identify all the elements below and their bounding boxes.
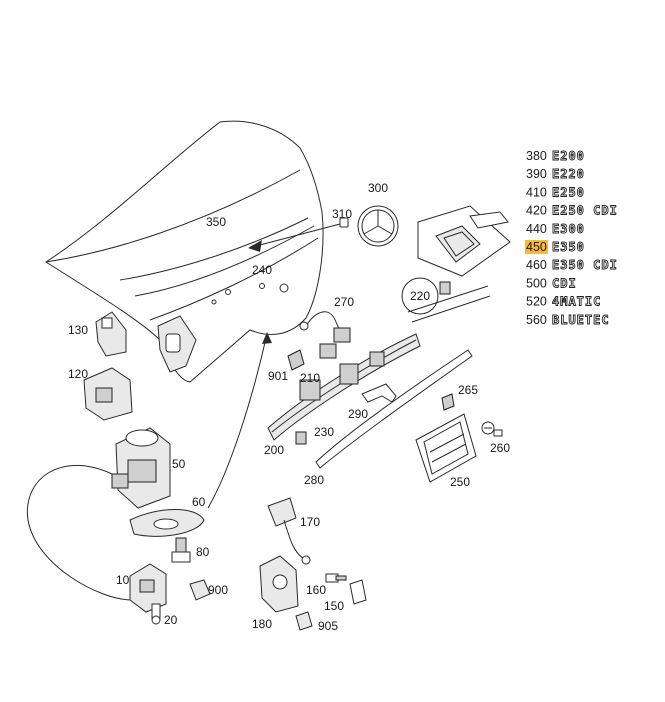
label-240: 240 — [252, 263, 272, 277]
legend-row: 460 E350 CDI — [526, 258, 618, 273]
label-120: 120 — [68, 367, 88, 381]
legend-code: 520 — [526, 295, 547, 309]
label-50: 50 — [172, 457, 186, 471]
label-170: 170 — [300, 515, 320, 529]
label-350: 350 — [206, 215, 226, 229]
label-300: 300 — [368, 181, 388, 195]
legend-code: 440 — [526, 222, 547, 236]
label-280: 280 — [304, 473, 324, 487]
label-20: 20 — [164, 613, 178, 627]
label-80: 80 — [196, 545, 210, 559]
screw-160 — [325, 573, 347, 583]
legend-badge: E250 — [552, 185, 585, 199]
label-60: 60 — [192, 495, 206, 509]
trunk-lid — [45, 120, 324, 383]
label-310: 310 — [332, 207, 352, 221]
label-180: 180 — [252, 617, 272, 631]
license-plate-holder — [415, 393, 477, 483]
legend-code: 560 — [526, 313, 547, 327]
legend-row: 560 BLUETEC — [526, 312, 610, 327]
legend-highlight — [525, 240, 548, 254]
label-10: 10 — [116, 573, 130, 587]
legend-badge: E300 — [552, 222, 585, 236]
legend-code: 450 — [526, 240, 547, 254]
label-260: 260 — [490, 441, 510, 455]
legend-row: 380 E200 — [526, 149, 585, 164]
label-270: 270 — [334, 295, 354, 309]
part-labels: 350 310 300 240 220 270 130 120 901 210 … — [68, 181, 510, 633]
motor-180 — [259, 555, 299, 613]
wiring-harness — [299, 311, 351, 343]
lock-actuator-50 — [111, 427, 171, 509]
clip-905 — [295, 611, 313, 631]
bolt-80 — [171, 537, 191, 563]
legend-row: 500 CDI — [526, 276, 577, 291]
legend-row: 420 E250 CDI — [526, 203, 618, 218]
legend-code: 420 — [526, 204, 547, 218]
label-160: 160 — [306, 583, 326, 597]
legend-row: 390 E220 — [526, 167, 585, 182]
label-230: 230 — [314, 425, 334, 439]
label-130: 130 — [68, 323, 88, 337]
label-220: 220 — [410, 289, 430, 303]
bracket-130 — [95, 311, 127, 357]
label-290: 290 — [348, 407, 368, 421]
screw-240 — [279, 283, 289, 293]
legend-row: 440 E300 — [526, 221, 585, 236]
motor-10 — [129, 563, 167, 613]
label-265: 265 — [458, 383, 478, 397]
latch-plate-60 — [129, 509, 205, 537]
cable-170 — [267, 497, 311, 565]
label-900: 900 — [208, 583, 228, 597]
legend-badge: E200 — [552, 149, 585, 163]
legend-badge: E220 — [552, 167, 585, 181]
legend-row: 410 E250 — [526, 185, 585, 200]
label-901: 901 — [268, 369, 288, 383]
legend-badge: E250 CDI — [552, 204, 618, 218]
legend-badge: 4MATIC — [552, 295, 601, 309]
release-handle — [361, 383, 397, 403]
label-250: 250 — [450, 475, 470, 489]
latch-120 — [83, 367, 133, 421]
trunk-handle-strip — [267, 333, 421, 445]
legend-badge: E350 CDI — [552, 258, 618, 272]
label-905: 905 — [318, 619, 338, 633]
label-200: 200 — [264, 443, 284, 457]
legend-badge: CDI — [552, 276, 577, 290]
legend-row: 450 E350 — [525, 240, 585, 254]
legend-code: 410 — [526, 185, 547, 199]
legend-badge: BLUETEC — [552, 313, 610, 327]
screw-20 — [151, 603, 161, 625]
legend-code: 500 — [526, 276, 547, 290]
legend-code: 390 — [526, 167, 547, 181]
legend-code: 460 — [526, 258, 547, 272]
clip-900 — [189, 579, 211, 601]
label-210: 210 — [300, 371, 320, 385]
release-cable — [26, 464, 133, 601]
clip-150 — [349, 579, 367, 605]
mercedes-star-emblem — [357, 205, 399, 247]
label-150: 150 — [324, 599, 344, 613]
legend-code: 380 — [526, 149, 547, 163]
legend-badge: E350 — [552, 240, 585, 254]
chrome-trim-strip — [315, 349, 473, 469]
screw-260 — [481, 421, 503, 437]
camera-housing-panel — [401, 205, 511, 323]
legend-row: 520 4MATIC — [526, 294, 601, 309]
